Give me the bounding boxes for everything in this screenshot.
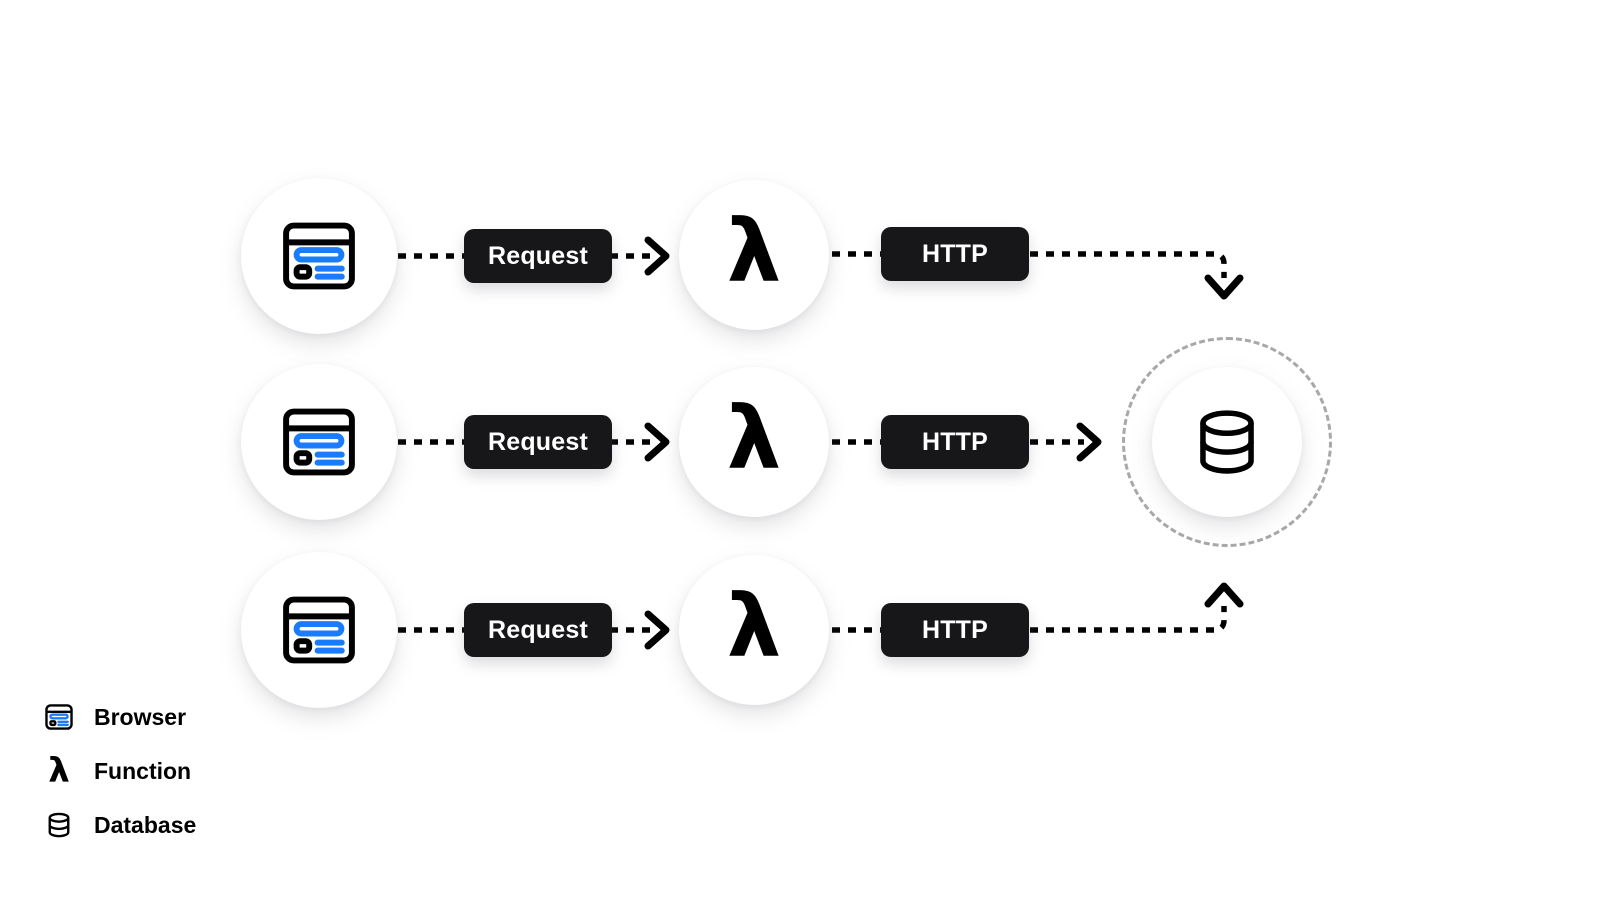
lambda-icon: λ <box>726 389 782 489</box>
browser-icon <box>283 222 355 290</box>
browser-icon <box>283 408 355 476</box>
browser-node-3[interactable] <box>241 552 397 708</box>
function-node-3[interactable]: λ <box>679 555 829 705</box>
wire-http-db-3 <box>1030 606 1227 633</box>
http-pill-1[interactable]: HTTP <box>881 227 1029 281</box>
legend: Browser λ Function Database <box>42 700 196 842</box>
request-pill-label: Request <box>487 241 589 270</box>
lambda-icon: λ <box>726 202 782 302</box>
http-pill-label: HTTP <box>921 239 989 268</box>
http-pill-2[interactable]: HTTP <box>881 415 1029 469</box>
lambda-icon: λ <box>726 577 782 677</box>
arrowhead-db-2 <box>1076 422 1102 462</box>
function-node-2[interactable]: λ <box>679 367 829 517</box>
legend-item-browser: Browser <box>42 700 196 734</box>
legend-item-database: Database <box>42 808 196 842</box>
browser-node-2[interactable] <box>241 364 397 520</box>
arrowhead-db-down-1 <box>1204 274 1244 300</box>
arrowhead-function-1 <box>644 236 670 276</box>
database-icon <box>1200 410 1254 474</box>
function-node-1[interactable]: λ <box>679 180 829 330</box>
browser-icon <box>283 596 355 664</box>
arrowhead-function-2 <box>644 422 670 462</box>
database-icon <box>42 808 76 842</box>
request-pill-label: Request <box>487 427 589 456</box>
http-pill-label: HTTP <box>921 427 989 456</box>
browser-node-1[interactable] <box>241 178 397 334</box>
http-pill-3[interactable]: HTTP <box>881 603 1029 657</box>
legend-item-function: λ Function <box>42 754 196 788</box>
arrowhead-function-3 <box>644 610 670 650</box>
arrowhead-db-up-3 <box>1204 582 1244 608</box>
request-pill-2[interactable]: Request <box>464 415 612 469</box>
legend-label-database: Database <box>94 811 197 838</box>
lambda-icon: λ <box>48 751 70 791</box>
wire-http-db-1 <box>1030 251 1227 278</box>
database-dashed-ring <box>1122 337 1332 547</box>
request-pill-3[interactable]: Request <box>464 603 612 657</box>
request-pill-1[interactable]: Request <box>464 229 612 283</box>
http-pill-label: HTTP <box>921 615 989 644</box>
legend-label-browser: Browser <box>94 703 187 730</box>
database-node[interactable] <box>1152 367 1302 517</box>
legend-label-function: Function <box>94 757 192 784</box>
browser-icon <box>42 700 76 734</box>
request-pill-label: Request <box>487 615 589 644</box>
